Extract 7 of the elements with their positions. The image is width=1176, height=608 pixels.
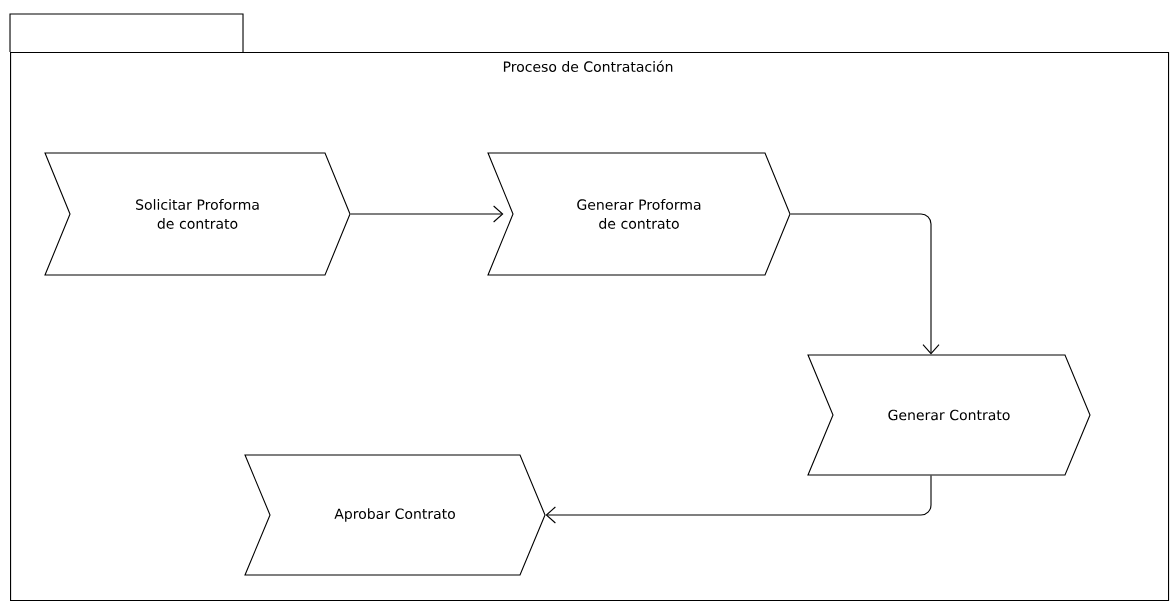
arrow [790,213,940,355]
process-chevron: Generar Proforma de contrato [487,152,791,276]
process-chevron: Aprobar Contrato [244,454,546,576]
process-chevron: Generar Contrato [807,354,1091,476]
process-chevron: Solicitar Proforma de contrato [44,152,351,276]
arrow [350,205,504,223]
arrow [545,475,932,524]
